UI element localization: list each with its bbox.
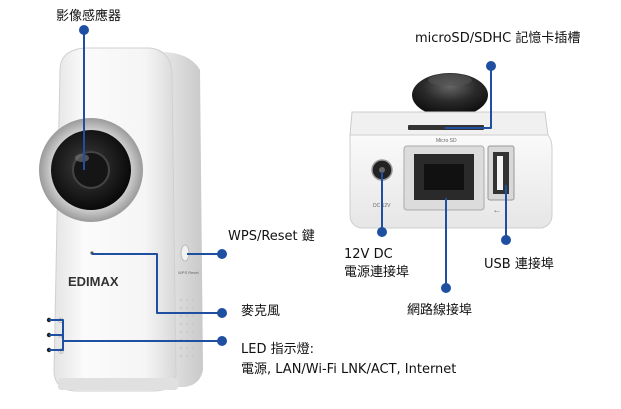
vent-hole <box>179 322 183 326</box>
rear-dome <box>412 73 488 117</box>
label-image-sensor: 影像感應器 <box>56 9 122 24</box>
label-network-port: 網路線接埠 <box>407 303 473 318</box>
vent-hole <box>179 298 183 302</box>
dot-image-sensor <box>79 25 89 35</box>
vent-hole <box>185 314 189 318</box>
camera-rear: Micro SD DC 12V ⭠ <box>349 73 553 229</box>
label-dc-line1: 12V DC <box>344 247 393 262</box>
vent-hole <box>179 354 183 358</box>
vent-hole <box>191 306 195 310</box>
lens-glare <box>75 154 89 162</box>
vent-hole <box>179 346 183 350</box>
dot-dc <box>377 227 387 237</box>
rear-dome-glare <box>428 74 472 86</box>
vent-hole <box>191 298 195 302</box>
label-led-title: LED 指示燈: <box>241 342 314 357</box>
vent-hole <box>191 330 195 334</box>
rear-top-plate <box>349 111 549 136</box>
ethernet-port-inner <box>424 164 464 190</box>
microsd-print: Micro SD <box>436 138 457 144</box>
vent-hole <box>191 314 195 318</box>
label-usb-port: USB 連接埠 <box>484 257 554 272</box>
vent-hole <box>185 330 189 334</box>
usb-icon: ⭠ <box>494 207 500 215</box>
vent-hole <box>185 346 189 350</box>
vent-hole <box>191 346 195 350</box>
dc-jack-pin <box>379 167 385 173</box>
dot-microsd <box>486 61 496 71</box>
wps-button-print: WPS Reset <box>178 270 200 275</box>
vent-hole <box>179 314 183 318</box>
dot-microphone <box>217 308 227 318</box>
connector-dots <box>79 25 511 346</box>
label-led-detail: 電源, LAN/Wi-Fi LNK/ACT, Internet <box>241 362 457 377</box>
dot-wps-reset <box>217 249 227 259</box>
line-microsd <box>445 66 492 129</box>
vent-hole <box>185 354 189 358</box>
camera-front-body <box>53 47 177 392</box>
label-microsd: microSD/SDHC 記憶卡插槽 <box>415 31 581 46</box>
dot-usb <box>501 235 511 245</box>
label-dc-line2: 電源連接埠 <box>344 265 410 280</box>
dot-led <box>217 336 227 346</box>
connector-lines <box>49 30 507 351</box>
vent-hole <box>179 306 183 310</box>
dot-network <box>441 283 451 293</box>
label-microphone: 麥克風 <box>241 304 281 319</box>
vent-hole <box>179 330 183 334</box>
vent-hole <box>185 306 189 310</box>
vent-hole <box>191 322 195 326</box>
brand-logo: EDIMAX <box>68 274 119 289</box>
vent-hole <box>191 354 195 358</box>
label-wps-reset: WPS/Reset 鍵 <box>228 229 315 244</box>
usb-port-tongue <box>497 156 503 190</box>
line-microphone <box>92 253 222 314</box>
vent-hole <box>185 322 189 326</box>
camera-base <box>58 378 178 390</box>
vent-hole <box>185 298 189 302</box>
line-led <box>49 319 222 351</box>
